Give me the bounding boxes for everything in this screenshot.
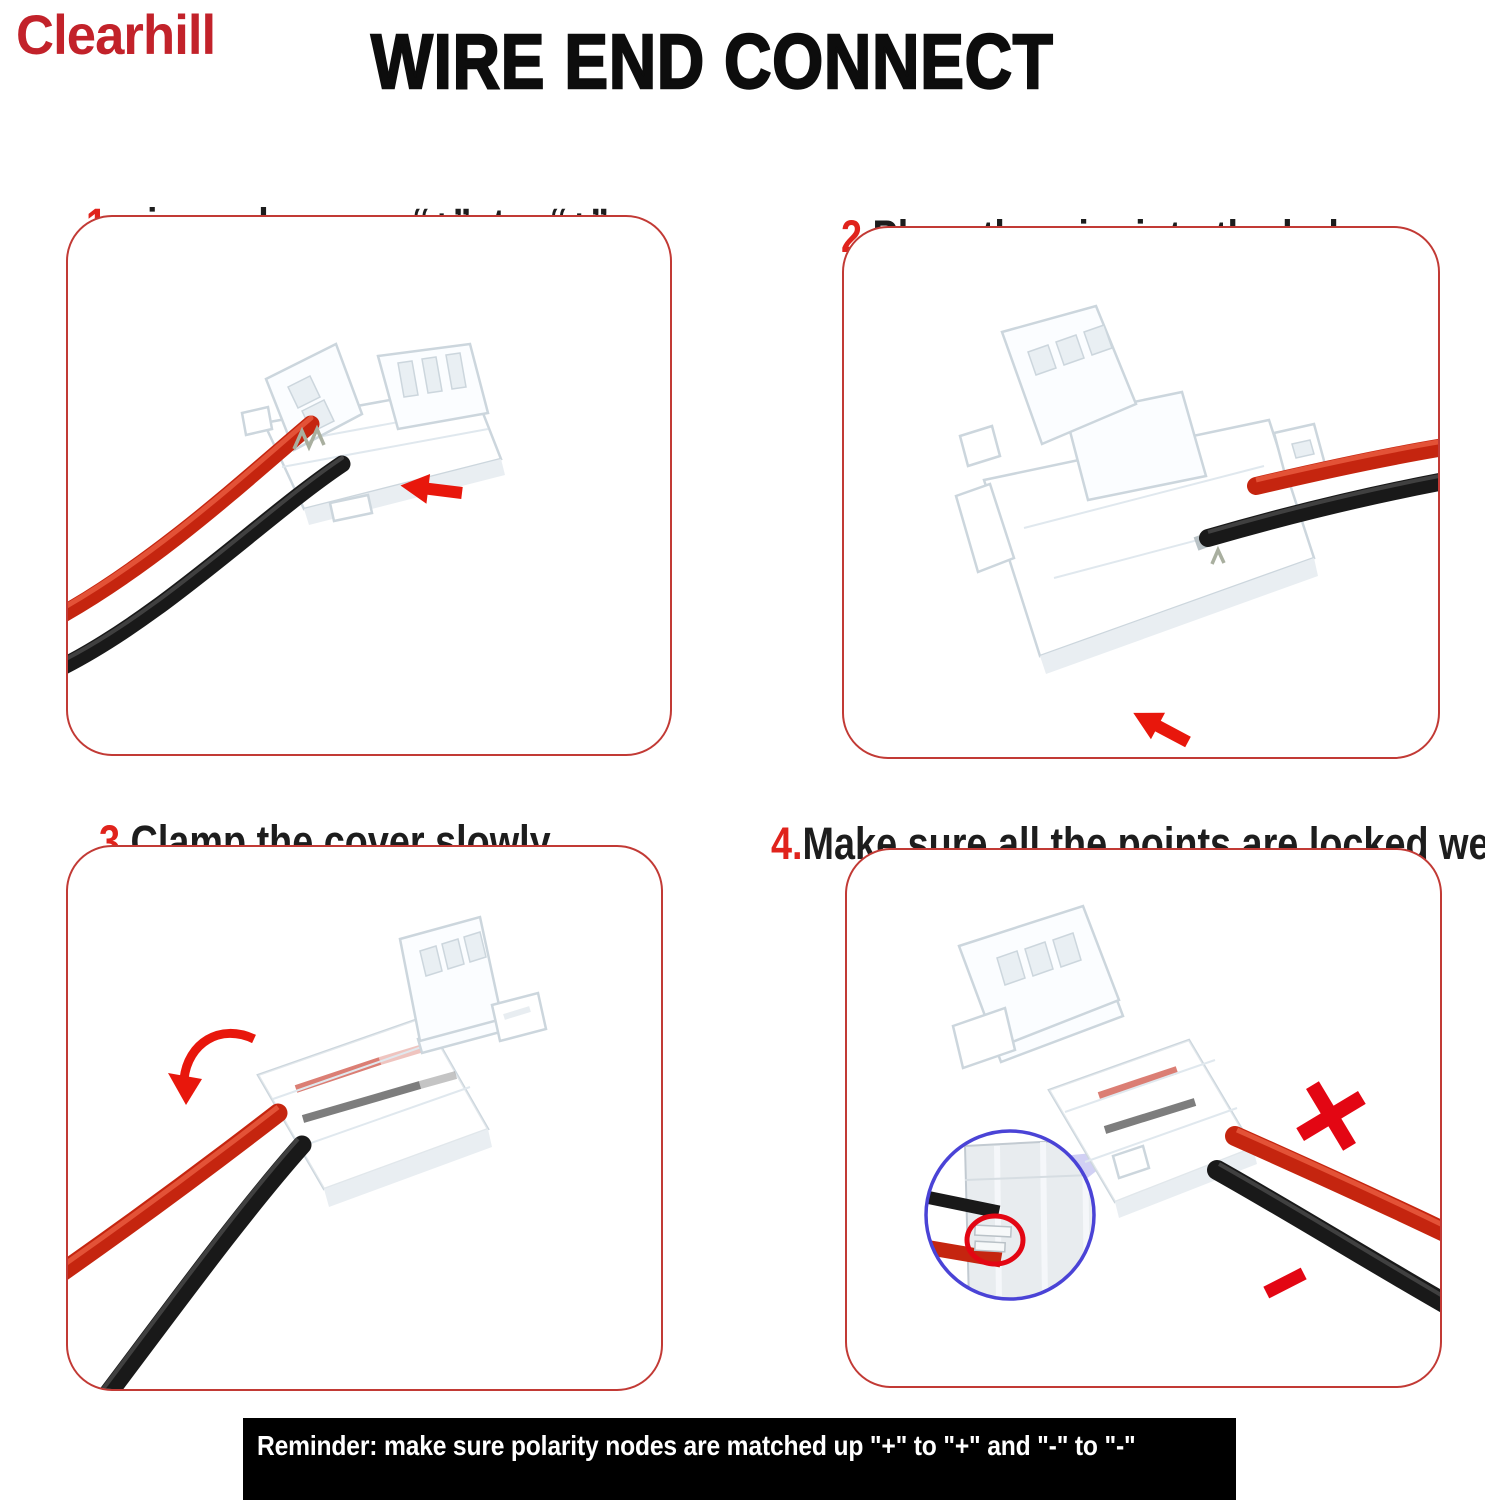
lid-slot: [1027, 344, 1057, 376]
step-4-number: 4.: [771, 817, 803, 869]
step-4-illustration: [924, 904, 1440, 1313]
black-wire-highlight: [100, 1137, 300, 1389]
step-2-figure: [842, 226, 1440, 759]
connector-left-tab: [958, 424, 1002, 468]
mini-black-wire: [926, 1189, 1001, 1219]
black-conductor-inside: [1103, 1098, 1197, 1134]
cover-slot: [397, 360, 419, 398]
polarity-highlight-ring: [964, 1213, 1026, 1267]
flap-slot: [419, 945, 443, 977]
red-wire-highlight: [68, 1105, 280, 1266]
wing-slot: [1291, 439, 1315, 459]
plastic-facets: [1064, 1059, 1238, 1163]
black-conductor-inside: [301, 1081, 422, 1123]
cover-slot: [445, 352, 467, 390]
connector-flap-open: [398, 915, 504, 1043]
black-wire: [68, 455, 351, 674]
reminder-bar: Reminder: make sure polarity nodes are m…: [243, 1418, 1236, 1500]
translucent-cover: [1049, 1040, 1253, 1202]
lid-slot: [1083, 324, 1113, 356]
mini-clip-tab: [973, 1240, 1006, 1253]
flap-slot: [996, 950, 1026, 986]
wires: [1207, 1126, 1440, 1313]
wrong-cross-icon: [1296, 1081, 1366, 1151]
metal-prongs: [292, 424, 326, 452]
wing-slot: [503, 1006, 531, 1020]
connector-left-tab: [240, 405, 274, 437]
red-wire-highlight: [1235, 1127, 1440, 1227]
red-conductor-inside: [1097, 1066, 1179, 1100]
black-wire-highlight: [1218, 1162, 1440, 1297]
lid-slot: [1055, 334, 1085, 366]
flap-slot: [1024, 941, 1054, 977]
red-wire: [68, 1103, 288, 1280]
minus-mark-icon: [1263, 1267, 1307, 1299]
step-2-illustration: [954, 304, 1438, 748]
strip-connector-open: [240, 342, 505, 525]
metal-prong: [1210, 545, 1226, 565]
wires: [68, 415, 351, 674]
page-title: WIRE END CONNECT: [370, 18, 1054, 106]
wires: [68, 1103, 312, 1389]
red-wire: [68, 415, 320, 622]
flap-slot: [441, 938, 465, 970]
lid-slot: [287, 374, 321, 410]
flap-slot: [463, 931, 487, 963]
insert-direction-arrow-icon: [1133, 712, 1191, 748]
reminder-text: Reminder: make sure polarity nodes are m…: [257, 1430, 1136, 1461]
step-3-illustration: [68, 915, 548, 1389]
step-1-illustration: [68, 342, 505, 674]
red-wire-highlight: [68, 415, 314, 609]
step-1-figure: [66, 215, 672, 756]
translucent-cover: [258, 1017, 488, 1189]
black-wire: [99, 1135, 312, 1389]
red-wire-highlight: [1255, 439, 1438, 483]
strip-connector-locked: [951, 904, 1257, 1218]
wires: [1193, 438, 1438, 565]
step-4-figure: [845, 848, 1442, 1388]
black-conductor-inside-faint: [418, 1071, 458, 1089]
magnifier-circle: [924, 1129, 1096, 1301]
strip-connector-open: [954, 304, 1328, 674]
connector-left-wing: [951, 1006, 1017, 1070]
flap-slot: [1052, 932, 1082, 968]
cover-slot: [421, 356, 443, 394]
locking-clip-tab: [1111, 1144, 1151, 1180]
step-3-figure: [66, 845, 663, 1391]
connector-right-wing: [490, 991, 548, 1043]
push-direction-arrow-icon: [400, 473, 463, 504]
brand-logo: Clearhill: [16, 3, 216, 66]
black-wire-highlight: [1207, 474, 1438, 534]
black-wire: [1207, 1160, 1440, 1313]
connector-bottom-tab: [328, 493, 374, 523]
strip-connector-closing: [256, 915, 548, 1207]
rotate-close-arrow-icon: [168, 1029, 256, 1105]
black-wire-highlight: [68, 456, 344, 661]
connector-base-edge: [1040, 558, 1318, 674]
red-wire: [1247, 438, 1438, 495]
mini-clip-tab: [973, 1224, 1013, 1238]
black-wire: [1199, 473, 1438, 547]
red-wire: [1225, 1126, 1440, 1241]
connector-body-edge: [324, 1129, 492, 1207]
connector-left-foot: [954, 482, 1016, 574]
